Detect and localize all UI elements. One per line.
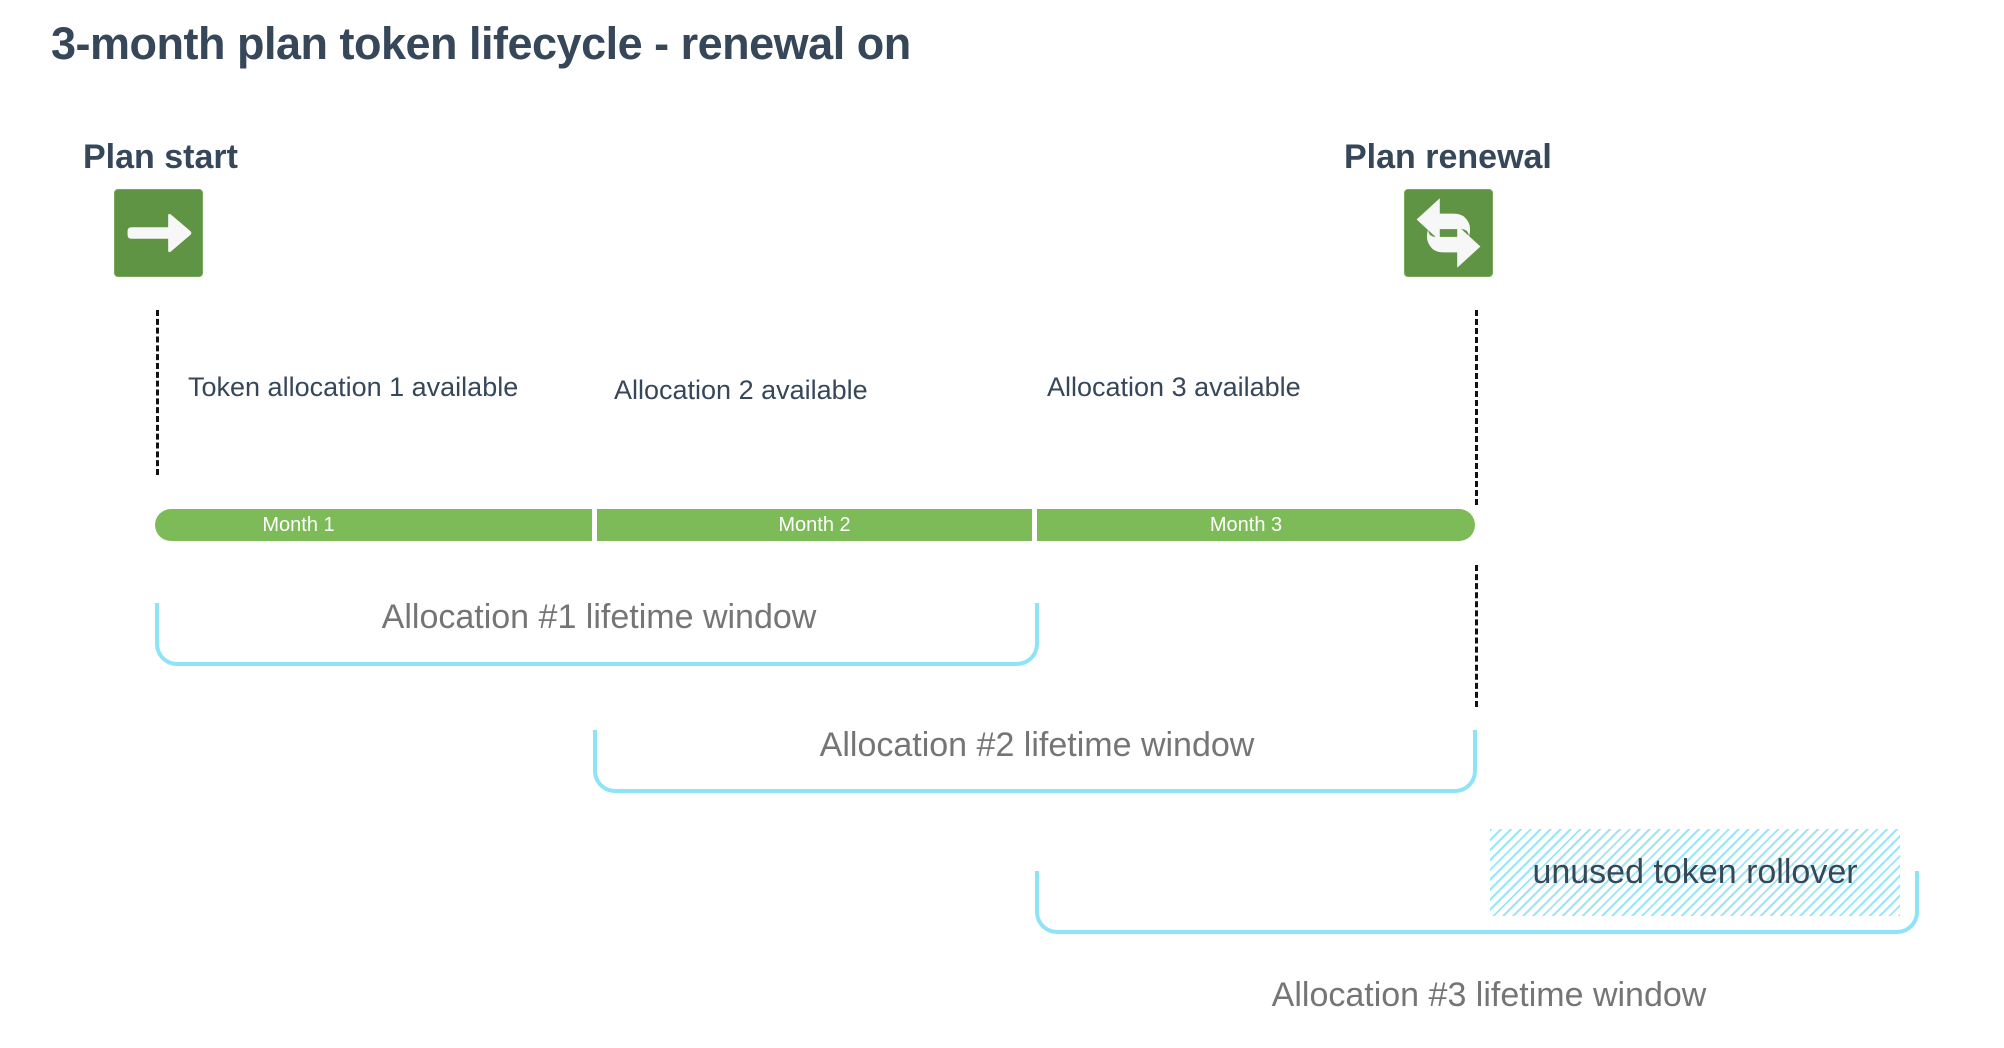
allocation-2-window-bracket [593,730,1477,793]
allocation-2-available-text: Allocation 2 available [614,375,868,405]
allocation-1-window-bracket [155,603,1039,666]
plan-renewal-marker-line-lower [1475,565,1478,707]
plan-renewal-marker-line-upper [1475,310,1478,505]
allocation-1-available-text: Token allocation 1 available [188,372,519,402]
allocation-3-window-bracket [1035,871,1919,934]
arrow-right-icon [114,189,203,277]
month-2-label: Month 2 [778,513,851,536]
unused-token-rollover-box: unused token rollover [1490,829,1900,916]
allocation-1-window-label: Allocation #1 lifetime window [381,598,817,636]
renew-arrows-icon [1404,189,1493,277]
unused-token-rollover-label: unused token rollover [1532,853,1858,891]
allocation-3-window-label: Allocation #3 lifetime window [1271,976,1707,1014]
allocation-3-available-text: Allocation 3 available [1047,372,1301,402]
month-3-label: Month 3 [1209,513,1283,536]
month-1-label: Month 1 [262,513,335,536]
plan-renewal-label: Plan renewal [1344,138,1552,176]
month-3-segment: Month 3 [1037,509,1475,541]
plan-start-label: Plan start [83,138,238,176]
month-1-segment: Month 1 [155,509,592,541]
page-title: 3-month plan token lifecycle - renewal o… [51,18,911,69]
allocation-2-window-label: Allocation #2 lifetime window [819,726,1255,764]
month-2-segment: Month 2 [597,509,1032,541]
plan-start-marker-line [156,310,159,475]
